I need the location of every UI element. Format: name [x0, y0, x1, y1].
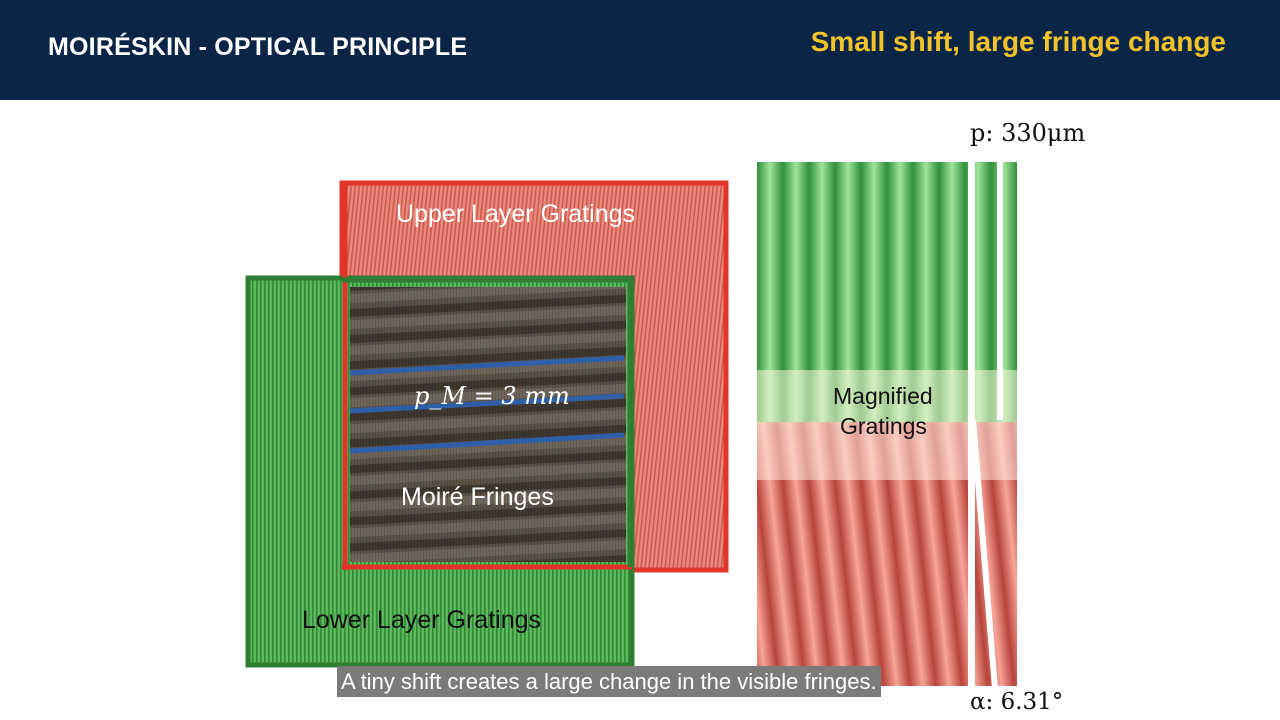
magnified-label-line2: Gratings	[840, 413, 927, 439]
slide-tagline: Small shift, large fringe change	[810, 26, 1226, 57]
slide-title: MOIRÉSKIN - OPTICAL PRINCIPLE	[48, 33, 468, 61]
fringe-line-2	[349, 393, 625, 414]
header-bar: MOIRÉSKIN - OPTICAL PRINCIPLE Small shif…	[0, 0, 1280, 100]
lower-layer-label: Lower Layer Gratings	[302, 606, 542, 634]
moire-fringes-label: Moiré Fringes	[401, 483, 554, 511]
fringe-line-1	[349, 355, 625, 376]
magnified-label-line1: Magnified	[833, 383, 933, 409]
grating-pitch-label: p: 330μm	[970, 119, 1086, 147]
upper-layer-label: Upper Layer Gratings	[396, 200, 636, 228]
magnified-gratings	[757, 160, 1017, 688]
subtitle-caption: A tiny shift creates a large change in t…	[337, 666, 881, 697]
fringe-pitch-label: p_M = 3 mm	[414, 382, 570, 410]
angle-label: α: 6.31°	[970, 689, 1064, 715]
fringe-line-3	[349, 432, 625, 454]
